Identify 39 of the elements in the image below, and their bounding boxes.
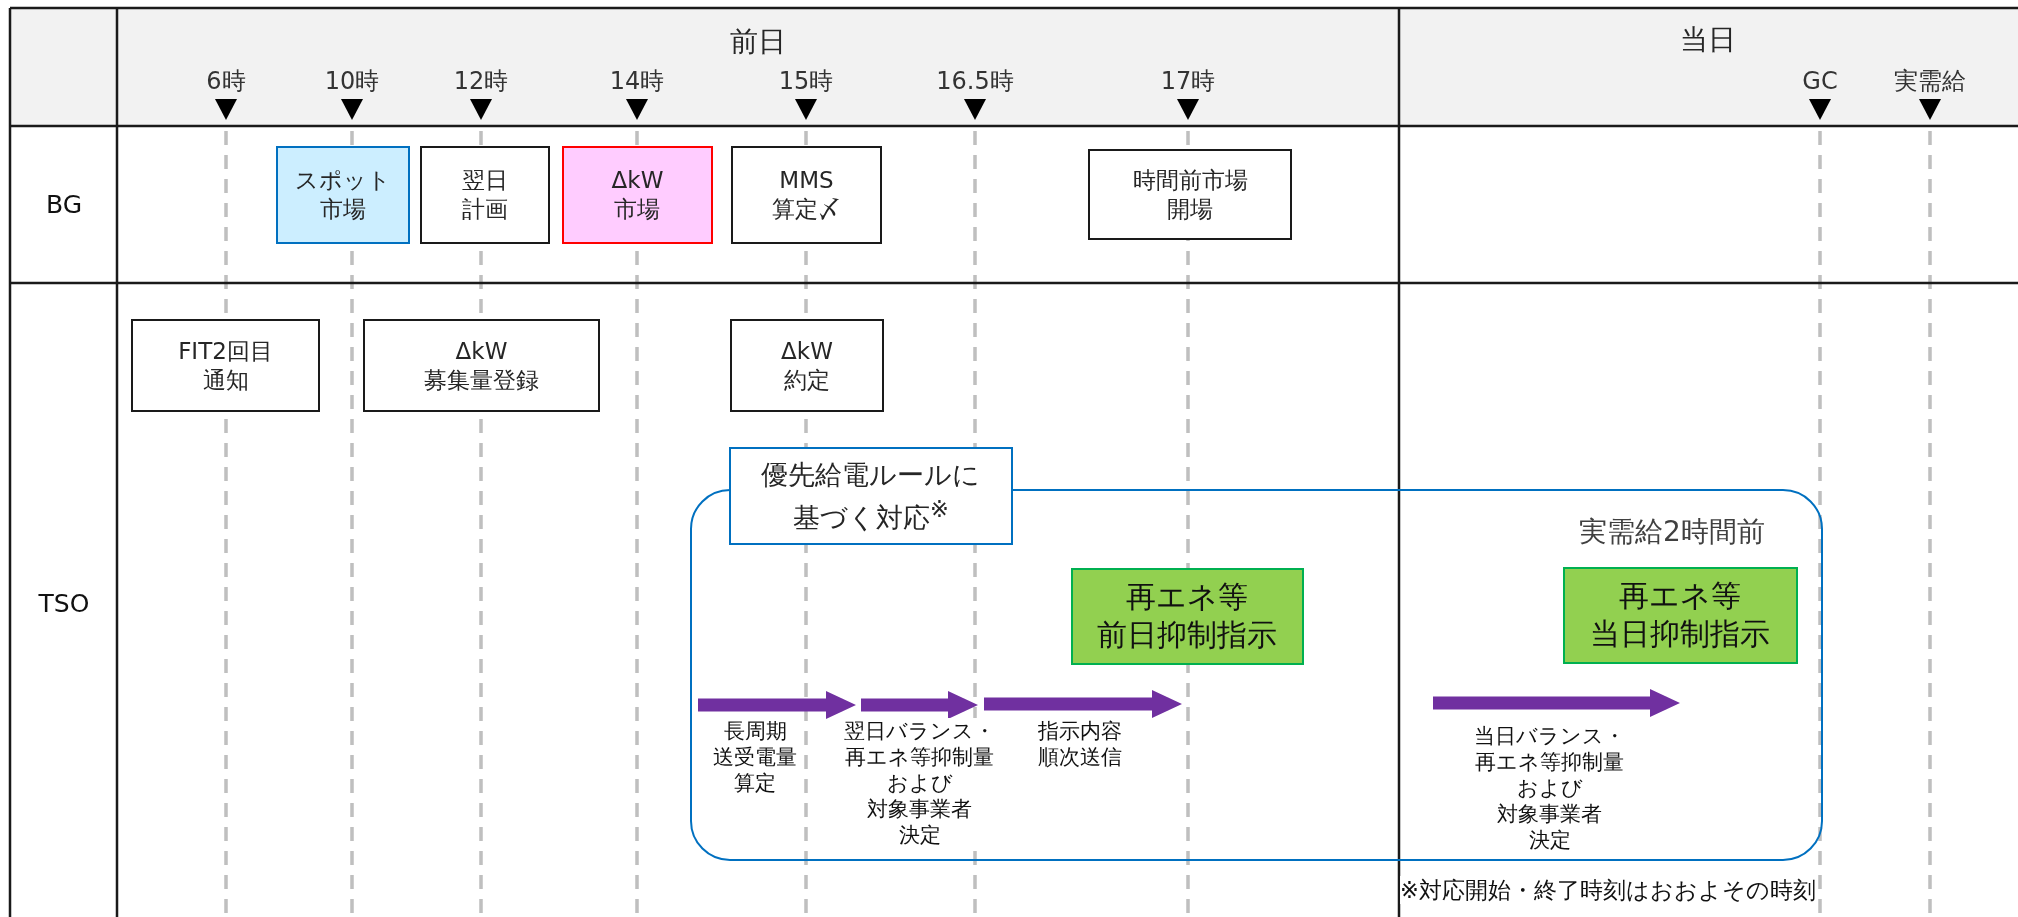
row-heading: TSO — [38, 588, 90, 619]
time-label: 16.5時 — [936, 66, 1014, 96]
time-label: GC — [1802, 66, 1838, 96]
instruction-box — [1562, 566, 1798, 664]
step-text: ΔkW市場 — [610, 166, 665, 224]
day-heading: 当日 — [1680, 22, 1736, 57]
heading-box — [729, 447, 1013, 545]
step-text: ΔkW募集量登録 — [423, 336, 540, 395]
time-label: 実需給 — [1894, 66, 1966, 96]
time-label: 17時 — [1160, 66, 1216, 96]
day-heading: 前日 — [730, 24, 786, 59]
step-text: ΔkW約定 — [780, 336, 834, 395]
step-text: MMS算定〆 — [771, 166, 842, 224]
step-text: 時間前市場開場 — [1131, 165, 1249, 224]
instruction-box — [1070, 567, 1304, 665]
process-box — [731, 146, 882, 244]
time-label: 6時 — [206, 66, 246, 96]
market-box — [562, 146, 713, 244]
market-box — [276, 146, 410, 244]
time-label: 12時 — [453, 66, 509, 96]
step-text: 翌日計画 — [461, 166, 509, 224]
process-box — [131, 319, 320, 412]
step-text: スポット市場 — [294, 166, 392, 224]
process-box — [730, 319, 884, 412]
step-caption: 当日バランス・再エネ等抑制量および対象事業者決定 — [1473, 723, 1627, 853]
time-label: 10時 — [324, 66, 380, 96]
step-text: 優先給電ルールに基づく対応$^{※}$ — [760, 457, 982, 535]
time-label: 15時 — [778, 66, 834, 96]
step-text: 再エネ等当日抑制指示 — [1589, 577, 1771, 653]
time-label: 14時 — [609, 66, 665, 96]
footnote: ※対応開始・終了時刻はおおよその時刻 — [1400, 876, 1816, 904]
process-box — [420, 146, 550, 244]
row-heading: BG — [45, 189, 83, 220]
time-note: 実需給2時間前 — [1579, 514, 1765, 549]
step-caption: 翌日バランス・再エネ等抑制量および対象事業者決定 — [843, 718, 997, 848]
process-box — [363, 319, 600, 412]
process-box — [1088, 149, 1292, 240]
step-text: 再エネ等前日抑制指示 — [1096, 578, 1278, 654]
step-text: FIT2回目通知 — [177, 336, 274, 395]
